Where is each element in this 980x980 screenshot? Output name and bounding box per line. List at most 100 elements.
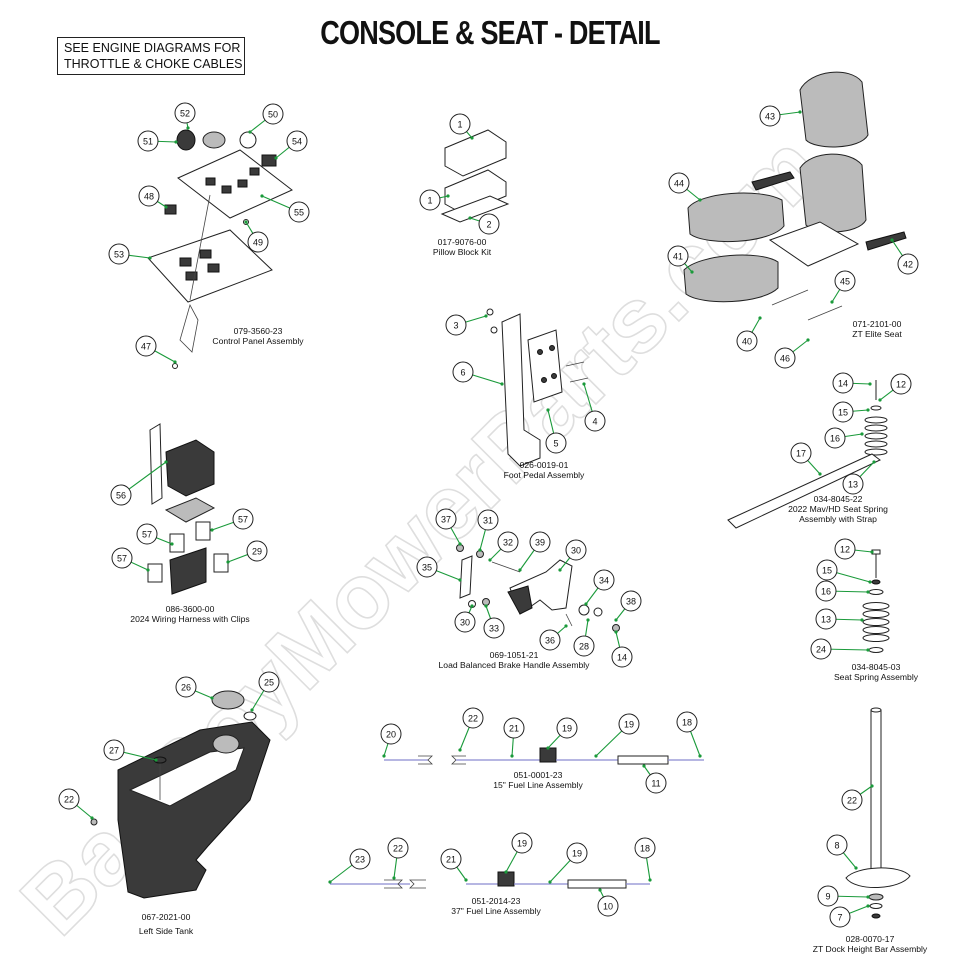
callout-12: 12 xyxy=(890,373,912,395)
callout-leader-tip xyxy=(866,590,870,594)
assembly-part-number: 051-0001-23 xyxy=(514,770,563,780)
pedal-hole xyxy=(551,373,557,379)
callout-number: 56 xyxy=(116,491,126,501)
callout-leader-tip xyxy=(458,748,462,752)
rocker-switch xyxy=(164,204,177,215)
callout-leader-tip xyxy=(210,528,214,532)
pedal-hole xyxy=(537,349,543,355)
callout-56: 56 xyxy=(110,484,132,506)
callout-19: 19 xyxy=(511,832,533,854)
callout-circle xyxy=(440,848,462,870)
callout-31: 31 xyxy=(477,509,499,531)
brake-pin xyxy=(565,613,573,627)
callout-leader-tip xyxy=(146,568,150,572)
callout-number: 33 xyxy=(489,624,499,634)
callout-22: 22 xyxy=(462,707,484,729)
callout-43: 43 xyxy=(759,105,781,127)
assembly-name: Control Panel Assembly xyxy=(212,336,304,346)
callout-leader-tip xyxy=(866,895,870,899)
callout-number: 53 xyxy=(114,250,124,260)
callout-38: 38 xyxy=(620,590,642,612)
callout-circle xyxy=(790,442,812,464)
callout-37: 37 xyxy=(435,508,457,530)
callout-leader-tip xyxy=(154,758,158,762)
callout-number: 44 xyxy=(674,179,684,189)
assembly-name: 2022 Mav/HD Seat Spring xyxy=(788,504,888,514)
callout-number: 52 xyxy=(180,109,190,119)
callout-7: 7 xyxy=(829,906,851,928)
relay xyxy=(147,563,163,583)
seat-strap xyxy=(727,453,881,529)
callout-number: 8 xyxy=(834,841,839,851)
callout-49: 49 xyxy=(247,231,269,253)
callout-leader-tip xyxy=(870,550,874,554)
callout-16: 16 xyxy=(824,427,846,449)
wiring-harness-assembly: 086-3600-00 2024 Wiring Harness with Cli… xyxy=(130,423,250,624)
callout-number: 28 xyxy=(579,642,589,652)
callout-number: 47 xyxy=(141,342,151,352)
callout-40: 40 xyxy=(736,330,758,352)
callout-circle xyxy=(841,789,863,811)
fuel-vent xyxy=(243,711,257,721)
callout-circle xyxy=(815,608,837,630)
assembly-part-number: 034-8045-03 xyxy=(852,662,901,672)
callout-circle xyxy=(539,629,561,651)
armrest-left xyxy=(751,171,795,191)
switch-cutout xyxy=(205,177,216,186)
callout-number: 23 xyxy=(355,855,365,865)
callout-number: 57 xyxy=(238,515,248,525)
pillow-block-plate xyxy=(440,195,510,223)
callout-53: 53 xyxy=(108,243,130,265)
assembly-part-number: 086-3600-00 xyxy=(166,604,215,614)
callout-leader-tip xyxy=(698,198,702,202)
callout-circle xyxy=(246,540,268,562)
callout-number: 13 xyxy=(848,480,858,490)
callout-circle xyxy=(545,432,567,454)
assembly-name: Foot Pedal Assembly xyxy=(504,470,585,480)
seat-slide-rail xyxy=(807,305,843,321)
callout-leader-tip xyxy=(260,194,264,198)
callout-3: 3 xyxy=(445,314,467,336)
callout-57: 57 xyxy=(232,508,254,530)
callout-circle xyxy=(462,707,484,729)
seat-back-frame xyxy=(799,153,867,233)
seat-spring-strap-assembly: 034-8045-22 2022 Mav/HD Seat Spring Asse… xyxy=(727,380,888,529)
callout-leader-tip xyxy=(478,548,482,552)
pedal-nut xyxy=(486,308,494,316)
callout-number: 37 xyxy=(441,515,451,525)
callout-leader-tip xyxy=(758,316,762,320)
callout-leader-tip xyxy=(446,194,450,198)
callout-leader-tip xyxy=(164,460,168,464)
callout-circle xyxy=(668,172,690,194)
callout-circle xyxy=(477,509,499,531)
callout-number: 38 xyxy=(626,597,636,607)
callout-17: 17 xyxy=(790,442,812,464)
fuse-box-seal xyxy=(164,497,216,523)
callout-leader-tip xyxy=(488,558,492,562)
callout-circle xyxy=(736,330,758,352)
callout-circle xyxy=(286,130,308,152)
height-bar-top xyxy=(870,707,882,713)
callout-circle xyxy=(135,335,157,357)
callout-circle xyxy=(834,270,856,292)
engine-diagram-note: SEE ENGINE DIAGRAMS FOR THROTTLE & CHOKE… xyxy=(57,37,245,75)
callout-number: 17 xyxy=(796,449,806,459)
fuel-line-37in-assembly: 051-2014-23 37" Fuel Line Assembly xyxy=(330,871,650,916)
callout-leader-tip xyxy=(614,630,618,634)
fuse-box-cover xyxy=(165,439,215,497)
callout-number: 22 xyxy=(64,795,74,805)
pedal-hole xyxy=(549,345,555,351)
seat-back-cushion xyxy=(799,71,869,148)
fuel-cap xyxy=(211,690,245,710)
callout-number: 24 xyxy=(816,645,826,655)
callout-circle xyxy=(556,717,578,739)
callout-leader-tip xyxy=(866,904,870,908)
dock-height-bar-assembly: 028-0070-17 ZT Dock Height Bar Assembly xyxy=(813,707,928,954)
panel-cutout xyxy=(199,249,212,259)
callout-circle xyxy=(349,848,371,870)
callout-number: 39 xyxy=(535,538,545,548)
callout-leader-tip xyxy=(564,624,568,628)
callout-leader-tip xyxy=(173,360,177,364)
assembly-part-number: 017-9076-00 xyxy=(438,237,487,247)
callout-14: 14 xyxy=(832,372,854,394)
